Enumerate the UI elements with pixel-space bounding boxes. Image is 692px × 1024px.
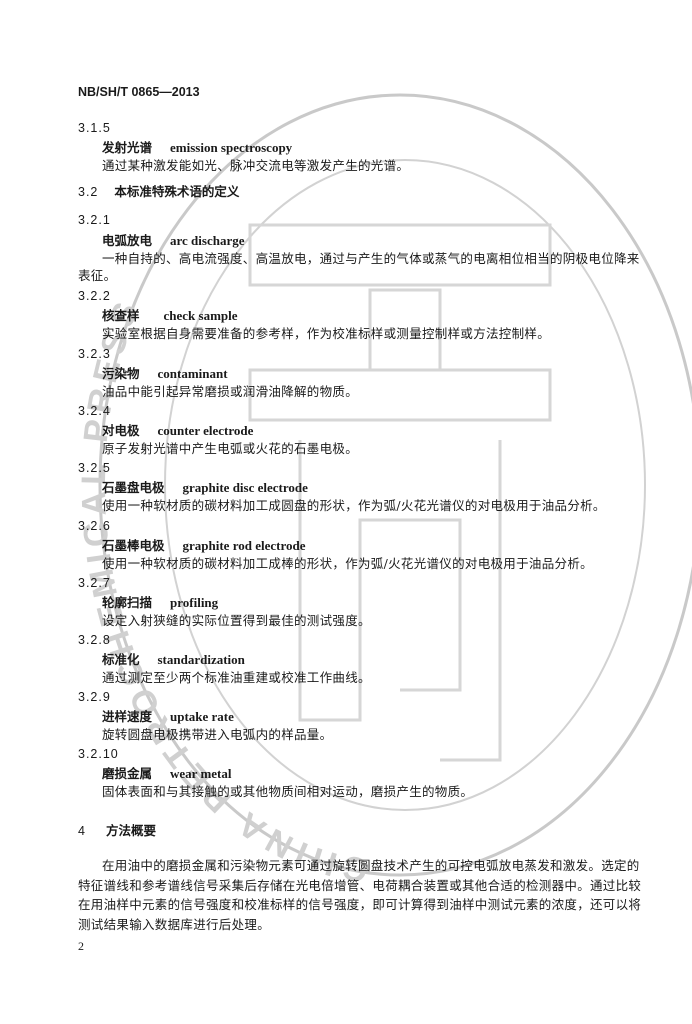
term-number: 3.2.8 [78,633,111,647]
term-chinese: 标准化 [102,652,140,667]
term-definition: 实验室根据自身需要准备的参考样，作为校准标样或测量控制样或方法控制样。 [102,326,551,341]
term-chinese: 污染物 [102,366,140,381]
term-number: 3.2.1 [78,213,111,227]
term-definition: 使用一种软材质的碳材料加工成圆盘的形状，作为弧/火花光谱仪的对电极用于油品分析。 [102,498,606,513]
term-definition: 原子发射光谱中产生电弧或火花的石墨电极。 [102,441,359,456]
term-chinese: 进样速度 [102,709,153,724]
term-heading: 石墨盘电极 graphite disc electrode [102,480,308,496]
term-definition: 一种自持的、高电流强度、高温放电，通过与产生的气体或蒸气的电离相位相当的阴极电位… [102,251,640,266]
term-heading: 核查样 check sample [102,308,238,324]
term-heading: 对电极 counter electrode [102,423,253,439]
section-number: 3.2 [78,185,99,199]
term-english: arc discharge [170,233,245,248]
term-definition: 旋转圆盘电极携带进入电弧内的样品量。 [102,727,333,742]
paragraph-line: 测试结果输入数据库进行后处理。 [78,917,271,932]
term-heading: 标准化 standardization [102,652,245,668]
section-number: 4 [78,824,86,838]
standard-code: NB/SH/T 0865—2013 [78,85,200,99]
term-definition: 使用一种软材质的碳材料加工成棒的形状，作为弧/火花光谱仪的对电极用于油品分析。 [102,556,593,571]
term-definition: 通过测定至少两个标准油重建或校准工作曲线。 [102,670,371,685]
term-heading: 磨损金属 wear metal [102,766,231,782]
term-heading: 发射光谱 emission spectroscopy [102,140,292,156]
term-english: counter electrode [157,423,254,438]
term-english: uptake rate [170,709,234,724]
term-english: standardization [157,652,245,667]
term-number: 3.2.10 [78,747,119,761]
term-chinese: 发射光谱 [102,140,153,155]
term-number: 3.2.3 [78,347,111,361]
term-heading: 电弧放电 arc discharge [102,233,245,249]
term-heading: 轮廓扫描 profiling [102,595,218,611]
term-english: contaminant [157,366,228,381]
section-heading: 4 方法概要 [78,823,156,839]
term-number: 3.1.5 [78,121,111,135]
term-definition: 设定入射狭缝的实际位置得到最佳的测试强度。 [102,613,371,628]
term-chinese: 石墨盘电极 [102,480,165,495]
section-title: 本标准特殊术语的定义 [114,184,240,199]
term-number: 3.2.5 [78,461,111,475]
term-number: 3.2.9 [78,690,111,704]
term-definition: 固体表面和与其接触的或其他物质间相对运动，磨损产生的物质。 [102,784,474,799]
term-number: 3.2.4 [78,404,111,418]
term-english: wear metal [170,766,232,781]
term-definition: 通过某种激发能如光、脉冲交流电等激发产生的光谱。 [102,158,410,173]
paragraph-line: 在用油样中元素的信号强度和校准标样的信号强度，即可计算得到油样中测试元素的浓度，… [78,897,642,912]
term-chinese: 磨损金属 [102,766,153,781]
term-heading: 进样速度 uptake rate [102,709,234,725]
term-chinese: 核查样 [102,308,140,323]
term-chinese: 对电极 [102,423,140,438]
term-english: profiling [170,595,219,610]
term-chinese: 轮廓扫描 [102,595,153,610]
term-number: 3.2.2 [78,289,111,303]
term-chinese: 电弧放电 [102,233,153,248]
term-english: graphite disc electrode [182,480,308,495]
term-english: graphite rod electrode [182,538,306,553]
term-definition: 油品中能引起异常磨损或润滑油降解的物质。 [102,384,359,399]
section-heading: 3.2 本标准特殊术语的定义 [78,184,239,200]
paragraph-line: 特征谱线和参考谱线信号采集后存储在光电倍增管、电荷耦合装置或其他合适的检测器中。… [78,878,642,893]
term-number: 3.2.6 [78,519,111,533]
term-heading: 石墨棒电极 graphite rod electrode [102,538,306,554]
page-number: 2 [78,939,84,953]
term-english: emission spectroscopy [170,140,293,155]
term-chinese: 石墨棒电极 [102,538,165,553]
paragraph-line: 在用油中的磨损金属和污染物元素可通过旋转圆盘技术产生的可控电弧放电蒸发和激发。选… [102,858,640,873]
term-heading: 污染物 contaminant [102,366,228,382]
term-definition-continued: 表征。 [78,268,117,283]
section-title: 方法概要 [105,823,156,838]
term-number: 3.2.7 [78,576,111,590]
term-english: check sample [163,308,238,323]
